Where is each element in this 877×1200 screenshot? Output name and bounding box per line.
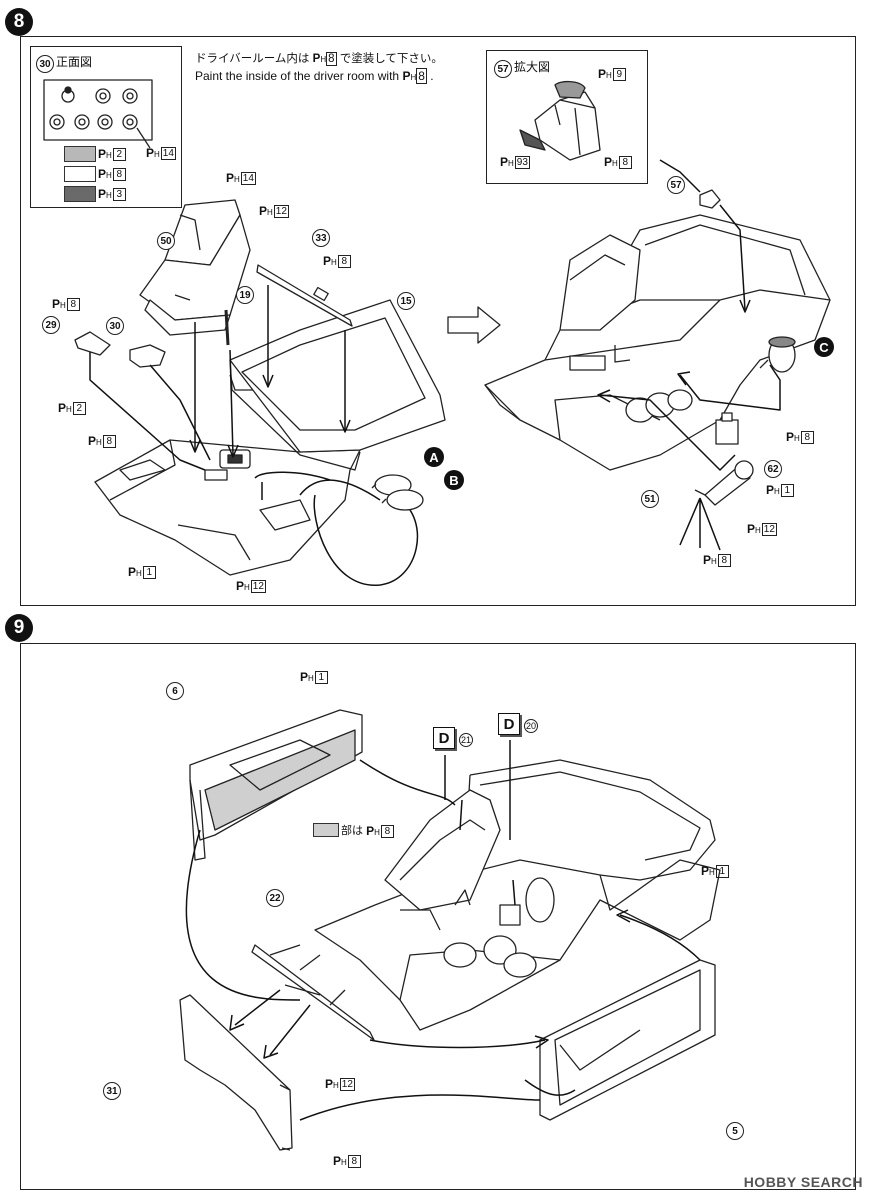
extinguisher-c-drawing [759, 336, 796, 373]
part-57-number: 57 [667, 176, 685, 194]
part-30-front-number: 30 [36, 55, 54, 73]
seat-50-drawing [139, 199, 251, 336]
part-62-number: 62 [764, 460, 782, 478]
legend-swatch-light [64, 146, 96, 162]
hobby-search-watermark: HOBBY SEARCH [743, 1174, 863, 1190]
shade-legend-swatch [313, 823, 339, 837]
bottles-ab-drawing [371, 474, 424, 511]
bottle-51-drawing [694, 460, 754, 506]
panel-5-drawing [539, 959, 716, 1121]
part-5-number: 5 [726, 1122, 744, 1140]
seat-right-drawing [559, 234, 641, 331]
part-29-number: 29 [42, 316, 60, 334]
decal-d20-box: D [498, 713, 520, 735]
bottles-step9-drawing [443, 877, 555, 978]
connector-c: C [814, 337, 834, 357]
floor-tub-left-drawing [94, 299, 446, 576]
part-19-number: 19 [236, 286, 254, 304]
step-8-badge: 8 [5, 8, 33, 36]
part-51-number: 51 [641, 490, 659, 508]
decal-d21-number: 21 [459, 733, 473, 747]
connector-a: A [424, 447, 444, 467]
step-9-badge: 9 [5, 614, 33, 642]
panel-6-drawing [189, 709, 363, 861]
bar-22-drawing [251, 944, 375, 1041]
driver-room-note-en: Paint the inside of the driver room with… [195, 68, 434, 84]
front-view-title: 正面図 [56, 55, 93, 69]
connector-b: B [444, 470, 464, 490]
part-15-number: 15 [397, 292, 415, 310]
part-57-zoom-number: 57 [494, 60, 512, 78]
part-50-number: 50 [157, 232, 175, 250]
legend-swatch-dark [64, 186, 96, 202]
decal-d21-box: D [433, 727, 455, 749]
part-30-number: 30 [106, 317, 124, 335]
seat-step9-drawing [384, 789, 501, 931]
legend-swatch-white [64, 166, 96, 182]
direction-arrow-drawing [447, 306, 501, 344]
part-22-number: 22 [266, 889, 284, 907]
part-31-number: 31 [103, 1082, 121, 1100]
zoom-57-drawing [519, 80, 601, 161]
panel-31-drawing [179, 994, 293, 1151]
part-33-number: 33 [312, 229, 330, 247]
bottles-right-drawing [569, 345, 693, 423]
front-view-inset [30, 46, 182, 208]
front-view-drawing [43, 79, 153, 149]
decal-d20-number: 20 [524, 719, 538, 733]
bar-33-drawing [256, 264, 353, 327]
part-6-number: 6 [166, 682, 184, 700]
zoom-view-inset [486, 50, 648, 184]
zoom-view-title: 拡大図 [514, 60, 551, 74]
